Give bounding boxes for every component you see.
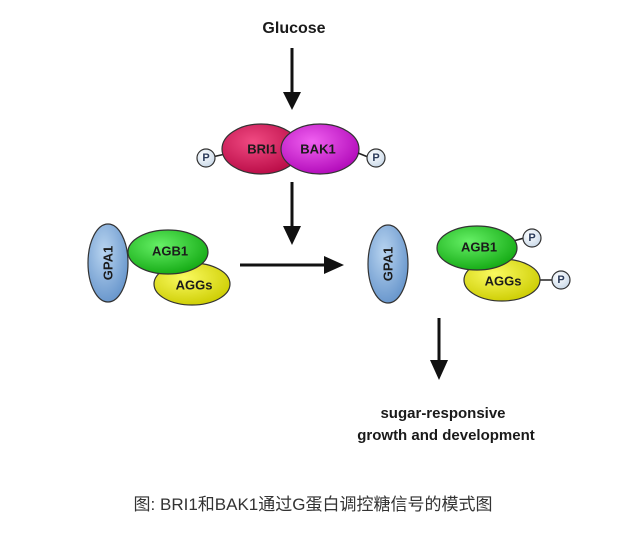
agb1-free-label: AGB1 xyxy=(461,240,497,255)
arrow-dissociation xyxy=(240,256,344,274)
output-label-line1: sugar-responsive xyxy=(380,405,505,422)
bri1-label: BRI1 xyxy=(247,142,277,157)
agb1-label: AGB1 xyxy=(152,244,188,259)
svg-text:P: P xyxy=(202,152,209,164)
phospho-agb1: P xyxy=(522,228,542,248)
bak1-label: BAK1 xyxy=(300,142,335,157)
bak1-protein xyxy=(280,123,360,175)
output-label-line2: growth and development xyxy=(357,427,535,444)
receptor-complex: P BRI1 BAK1 P xyxy=(196,123,386,175)
svg-text:P: P xyxy=(528,232,535,244)
agb1-free-protein xyxy=(436,225,518,271)
svg-text:P: P xyxy=(372,152,379,164)
arrow-glucose-to-receptors xyxy=(283,48,301,110)
gpa1-label: GPA1 xyxy=(101,246,116,280)
phospho-bak1: P xyxy=(366,148,386,168)
aggs-free-label: AGGs xyxy=(485,274,522,289)
phospho-aggs: P xyxy=(551,270,571,290)
figure-caption: 图: BRI1和BAK1通过G蛋白调控糖信号的模式图 xyxy=(133,495,493,514)
gpa1-free-protein xyxy=(367,224,409,304)
glucose-label: Glucose xyxy=(262,20,325,37)
gpa1-protein xyxy=(87,223,129,303)
inactive-g-protein-complex: GPA1 AGGs AGB1 xyxy=(87,223,231,306)
svg-text:P: P xyxy=(557,274,564,286)
agb1-protein xyxy=(127,229,209,275)
arrow-to-output xyxy=(430,318,448,380)
active-g-protein-state: GPA1 P AGGs P AGB1 xyxy=(367,224,571,304)
phospho-bri1: P xyxy=(196,148,216,168)
gpa1-free-label: GPA1 xyxy=(381,247,396,281)
arrow-receptors-down xyxy=(283,182,301,245)
aggs-label: AGGs xyxy=(176,278,213,293)
signaling-diagram: Glucose P BRI1 BAK1 P GPA1 AGGs AGB1 xyxy=(87,20,571,444)
